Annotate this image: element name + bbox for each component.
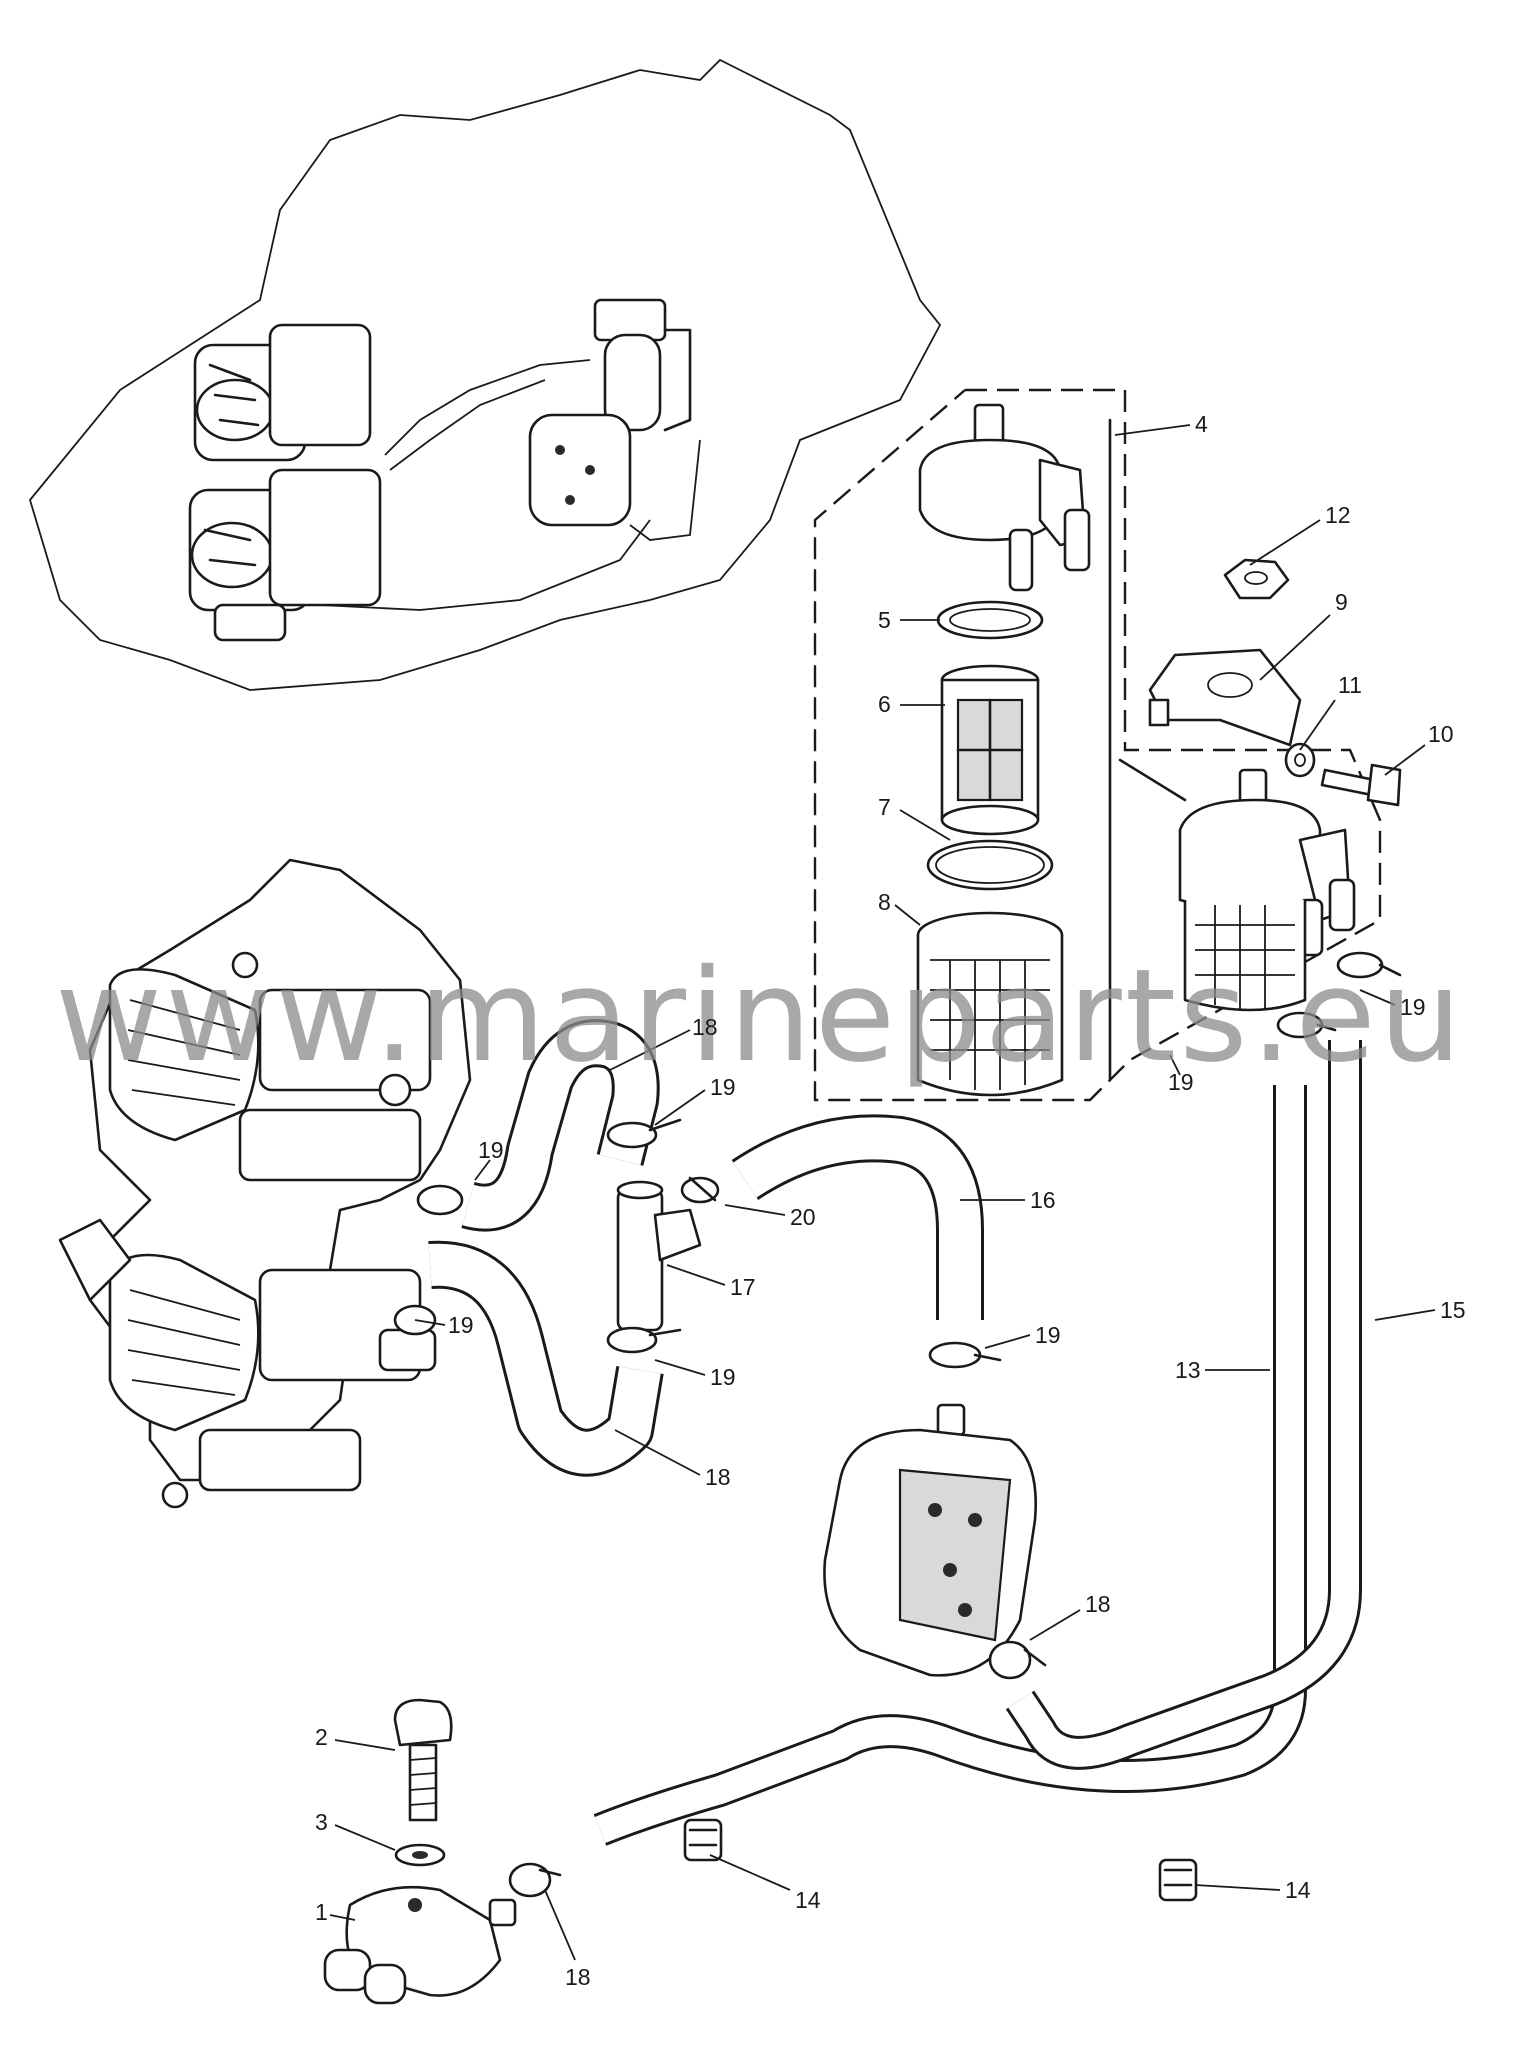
callout-14-b: 14	[1285, 1877, 1311, 1903]
carburetor-assembly	[58, 858, 472, 1509]
callout-12: 12	[1325, 502, 1351, 528]
inset-fuel-filter	[593, 298, 692, 432]
callout-20: 20	[790, 1204, 816, 1230]
bolt-part-10	[1320, 763, 1402, 807]
callout-4: 4	[1195, 411, 1208, 437]
watermark-text: www.marineparts.eu	[55, 942, 1465, 1091]
inset-carburetor-top	[193, 323, 372, 462]
callout-5: 5	[878, 607, 891, 633]
callout-10: 10	[1428, 721, 1454, 747]
callout-14-a: 14	[795, 1887, 821, 1913]
callout-16: 16	[1030, 1187, 1056, 1213]
callout-3: 3	[315, 1809, 328, 1835]
callout-18-c: 18	[1085, 1591, 1111, 1617]
t-fitting-part-17	[616, 1180, 702, 1332]
filter-element-part-6	[940, 664, 1040, 836]
engine-overview-inset	[29, 58, 942, 691]
callout-19-e: 19	[448, 1312, 474, 1338]
filter-bowl-part-8	[916, 911, 1064, 1097]
inset-fuel-pump	[528, 413, 632, 527]
seal-ring-part-5	[936, 600, 1044, 640]
callout-13: 13	[1175, 1357, 1201, 1383]
callout-6: 6	[878, 691, 891, 717]
callout-18-b: 18	[705, 1464, 731, 1490]
callout-9: 9	[1335, 589, 1348, 615]
fuel-connector-part-1	[323, 1885, 517, 2005]
filter-assembly-group-box	[813, 388, 1382, 1102]
callout-18-d: 18	[565, 1964, 591, 1990]
gasket-part-7	[926, 839, 1054, 891]
callout-11: 11	[1338, 672, 1362, 698]
assembled-fuel-filter	[1118, 758, 1356, 1012]
leader-lines	[329, 424, 1436, 1961]
tube-part-13	[593, 1085, 1307, 1846]
callout-labels: 4 12 9 11 10 5 6 7 8 19 19 18 19 19 20 1…	[315, 411, 1466, 1990]
callout-8: 8	[878, 889, 891, 915]
callout-1: 1	[315, 1899, 328, 1925]
callout-19-g: 19	[1035, 1322, 1061, 1348]
washer-part-11	[1284, 742, 1316, 778]
clamp-part-14-left	[683, 1818, 723, 1862]
clamp-part-14-right	[1158, 1858, 1198, 1902]
inset-carburetor-bottom	[188, 468, 382, 642]
callout-2: 2	[315, 1724, 328, 1750]
fuel-pump	[823, 1403, 1037, 1677]
callout-19-c: 19	[710, 1074, 736, 1100]
callout-18-a: 18	[692, 1014, 718, 1040]
callout-19-a: 19	[1400, 994, 1426, 1020]
hose-part-18-lower	[428, 1240, 664, 1477]
callout-19-f: 19	[710, 1364, 736, 1390]
mounting-bracket-part-9	[1148, 648, 1302, 747]
tube-part-15	[1005, 1040, 1362, 1770]
nut-part-12	[1223, 558, 1290, 600]
hose-part-18-upper	[461, 1019, 660, 1232]
callout-17: 17	[730, 1274, 756, 1300]
washer-part-3	[394, 1843, 446, 1867]
callout-7: 7	[878, 794, 891, 820]
callout-15: 15	[1440, 1297, 1466, 1323]
hose-part-16	[731, 1114, 984, 1320]
hose-clamps	[393, 951, 1402, 1898]
callout-19-b: 19	[1168, 1069, 1194, 1095]
filter-cap-part-4	[918, 403, 1112, 1082]
callout-19-d: 19	[478, 1137, 504, 1163]
bolt-part-2	[393, 1698, 453, 1822]
